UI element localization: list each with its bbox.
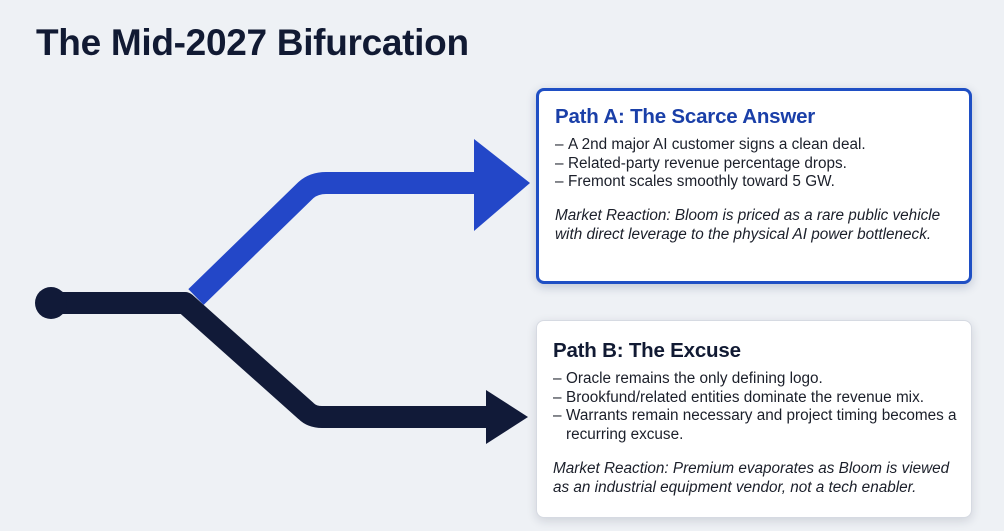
path-b-line — [52, 292, 488, 428]
path-a-heading: Path A: The Scarce Answer — [555, 105, 816, 128]
path-a-card: Path A: The Scarce Answer A 2nd major AI… — [536, 88, 972, 284]
path-a-bullet: Related-party revenue percentage drops. — [555, 155, 953, 174]
path-b-market-reaction: Market Reaction: Premium evaporates as B… — [553, 460, 950, 497]
path-a-line — [188, 172, 478, 305]
path-b-heading: Path B: The Excuse — [553, 339, 741, 362]
page-title: The Mid-2027 Bifurcation — [36, 22, 469, 63]
path-a-market-reaction: Market Reaction: Bloom is priced as a ra… — [555, 206, 941, 243]
origin-node — [35, 287, 67, 319]
path-b-bullet: Brookfund/related entities dominate the … — [553, 389, 957, 408]
path-a-arrowhead — [474, 139, 530, 231]
path-a-bullet-list: A 2nd major AI customer signs a clean de… — [555, 136, 953, 192]
path-b-card: Path B: The Excuse Oracle remains the on… — [536, 320, 972, 518]
path-a-bullet: A 2nd major AI customer signs a clean de… — [555, 136, 953, 155]
path-b-bullet: Oracle remains the only defining logo. — [553, 370, 957, 389]
path-b-arrowhead — [486, 390, 528, 444]
path-b-bullet: Warrants remain necessary and project ti… — [553, 407, 957, 444]
path-a-bullet: Fremont scales smoothly toward 5 GW. — [555, 173, 953, 192]
path-b-bullet-list: Oracle remains the only defining logo. B… — [553, 370, 957, 444]
